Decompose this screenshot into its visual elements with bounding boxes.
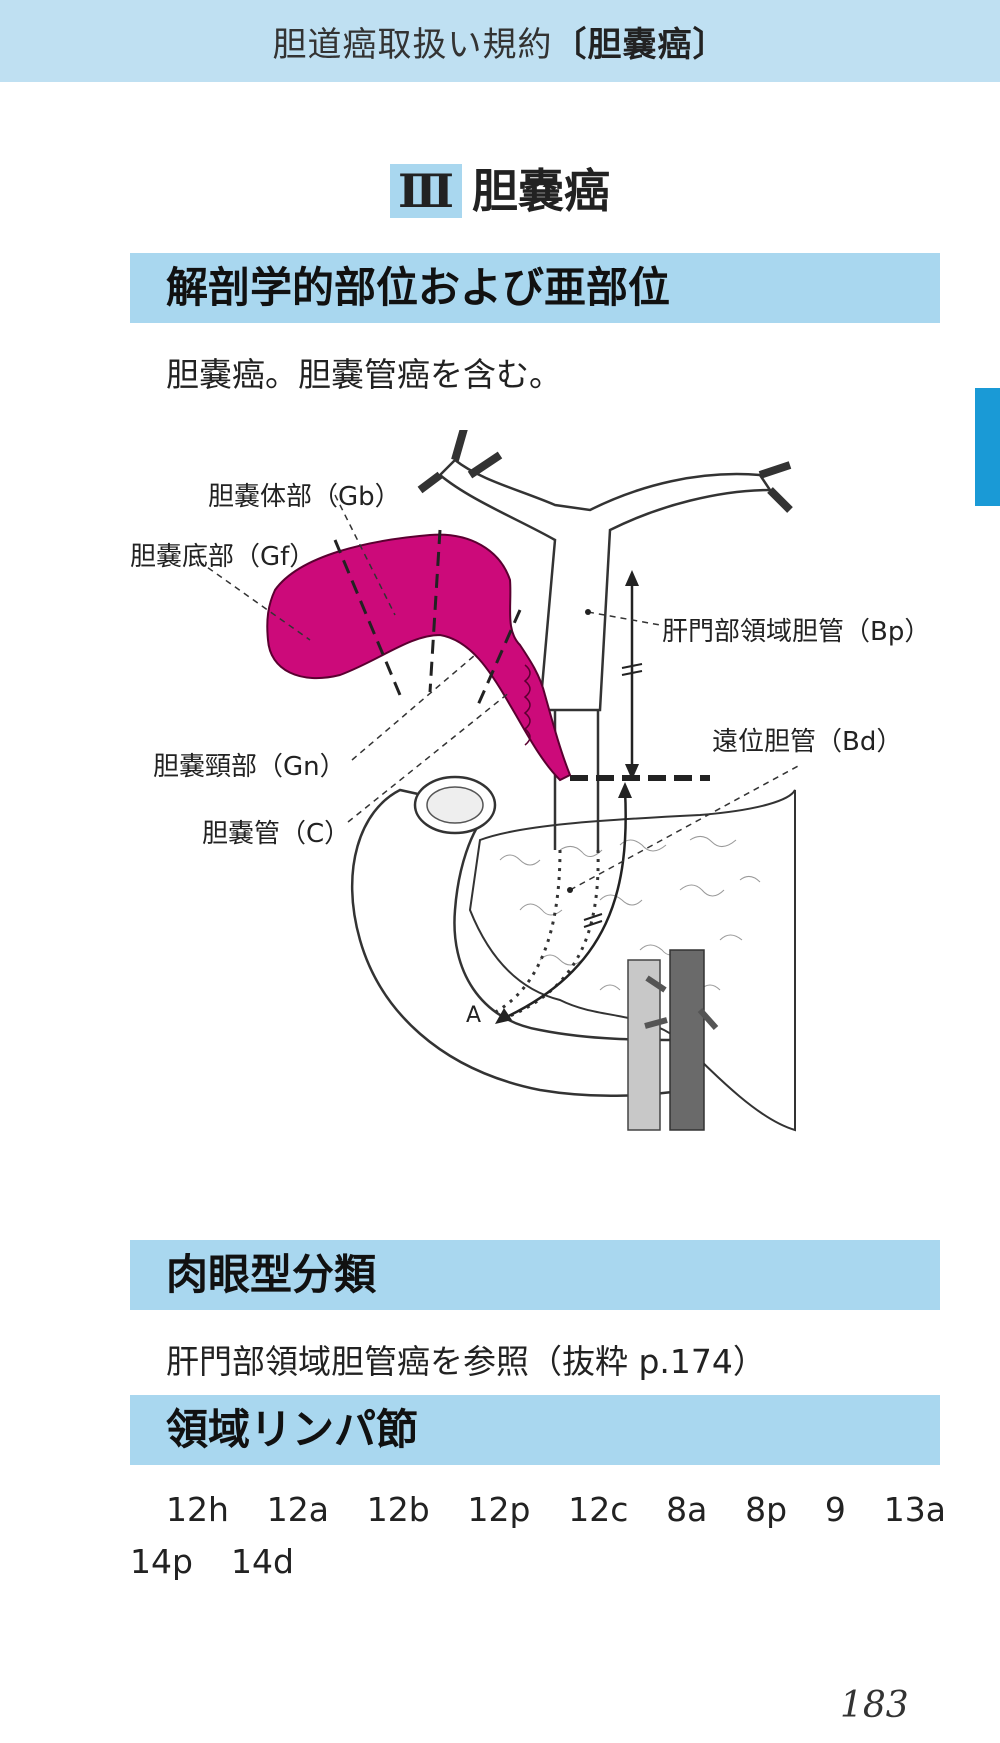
lymph-node: 12h [166, 1490, 229, 1529]
anatomy-text: 胆嚢癌。胆嚢管癌を含む。 [166, 355, 562, 394]
macroscopic-text: 肝門部領域胆管癌を参照（抜粋 p.174） [166, 1342, 766, 1381]
chapter-side-tab [975, 388, 1000, 506]
section-heading-anatomy: 解剖学的部位および亜部位 [130, 253, 940, 323]
label-gf: 胆嚢底部（Gf） [130, 542, 315, 572]
leader-lines [189, 494, 801, 891]
vessel-light [627, 959, 661, 1131]
label-gn: 胆嚢頸部（Gn） [153, 752, 346, 782]
lymph-node: 13a [883, 1490, 946, 1529]
label-bd: 遠位胆管（Bd） [712, 727, 902, 757]
lymph-node: 9 [824, 1490, 846, 1529]
lymph-node: 14d [230, 1542, 294, 1581]
vessel-dark [669, 949, 705, 1131]
chapter-title-text: 胆嚢癌 [472, 164, 611, 218]
header-title: 胆道癌取扱い規約 [272, 24, 553, 65]
label-ampulla: A [466, 1003, 481, 1028]
intrapancreatic-duct-dotted [489, 849, 562, 1017]
chapter-number: Ⅲ [389, 164, 463, 218]
hepatic-ducts [438, 458, 773, 712]
header-subtitle: 〔胆嚢癌〕 [552, 24, 728, 65]
gallbladder-shape [266, 533, 572, 782]
lymph-node-row-2: 14p 14d [130, 1542, 294, 1581]
running-header: 胆道癌取扱い規約 〔胆嚢癌〕 [0, 0, 1000, 82]
section-heading-lymph-nodes: 領域リンパ節 [130, 1395, 940, 1465]
lymph-node: 14p [130, 1542, 193, 1581]
anatomy-figure: 胆嚢体部（Gb） 胆嚢底部（Gf） 胆嚢頸部（Gn） 胆嚢管（C） 肝門部領域胆… [130, 430, 930, 1132]
label-gb: 胆嚢体部（Gb） [208, 482, 401, 512]
bd-extent-arrow [499, 789, 627, 1022]
lymph-node: 8a [666, 1490, 708, 1529]
lymph-node: 12b [366, 1490, 430, 1529]
lymph-node: 12a [266, 1490, 329, 1529]
lymph-node: 12c [568, 1490, 629, 1529]
lymph-node: 8p [745, 1490, 788, 1529]
section-heading-macroscopic: 肉眼型分類 [130, 1240, 940, 1310]
lymph-node: 12p [467, 1490, 531, 1529]
label-c: 胆嚢管（C） [202, 819, 350, 849]
lymph-node-row-1: 12h 12a 12b 12p 12c 8a 8p 9 13a [166, 1490, 946, 1529]
page-number: 183 [840, 1685, 909, 1726]
label-bp: 肝門部領域胆管（Bp） [662, 617, 930, 647]
